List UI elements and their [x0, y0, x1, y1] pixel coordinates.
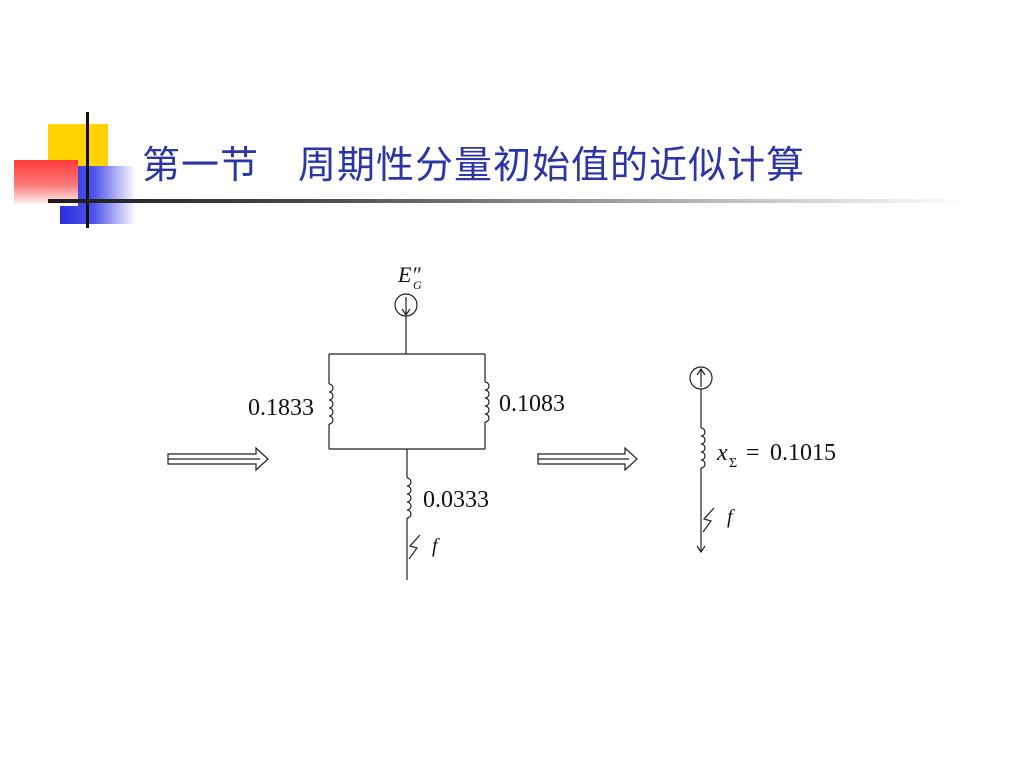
- fault-symbol-right: [702, 507, 715, 533]
- equivalent-inductor: [700, 427, 706, 469]
- right-branch-value: 0.1083: [499, 391, 565, 417]
- fault-symbol-left: [408, 534, 421, 560]
- decor-red-square: [14, 160, 78, 206]
- eq-bottom-arrow-head: [696, 545, 706, 554]
- right-branch-inductor: [484, 381, 490, 423]
- fault-label-right: f: [727, 506, 735, 528]
- transform-arrow-right: [537, 446, 638, 472]
- source-arrow-head: [401, 308, 411, 317]
- fault-label-left: f: [432, 535, 440, 557]
- left-branch-value: 0.1833: [248, 395, 314, 421]
- equivalent-reactance-equals: =: [746, 440, 760, 466]
- series-inductor: [406, 477, 412, 519]
- eq-source-arrow-head: [696, 367, 706, 376]
- source-label-subscript: G: [413, 278, 422, 292]
- slide-title: 第一节 周期性分量初始值的近似计算: [142, 143, 806, 187]
- source-label: E″: [397, 262, 421, 287]
- left-branch-inductor: [328, 383, 334, 425]
- decor-vertical-line: [86, 112, 89, 228]
- series-branch-value: 0.0333: [423, 487, 489, 513]
- equivalent-reactance-subscript: Σ: [729, 456, 737, 471]
- title-underline: [48, 199, 968, 203]
- transform-arrow-left: [167, 446, 269, 472]
- equivalent-reactance-value: 0.1015: [770, 440, 836, 466]
- equivalent-reactance-symbol: x: [716, 440, 728, 466]
